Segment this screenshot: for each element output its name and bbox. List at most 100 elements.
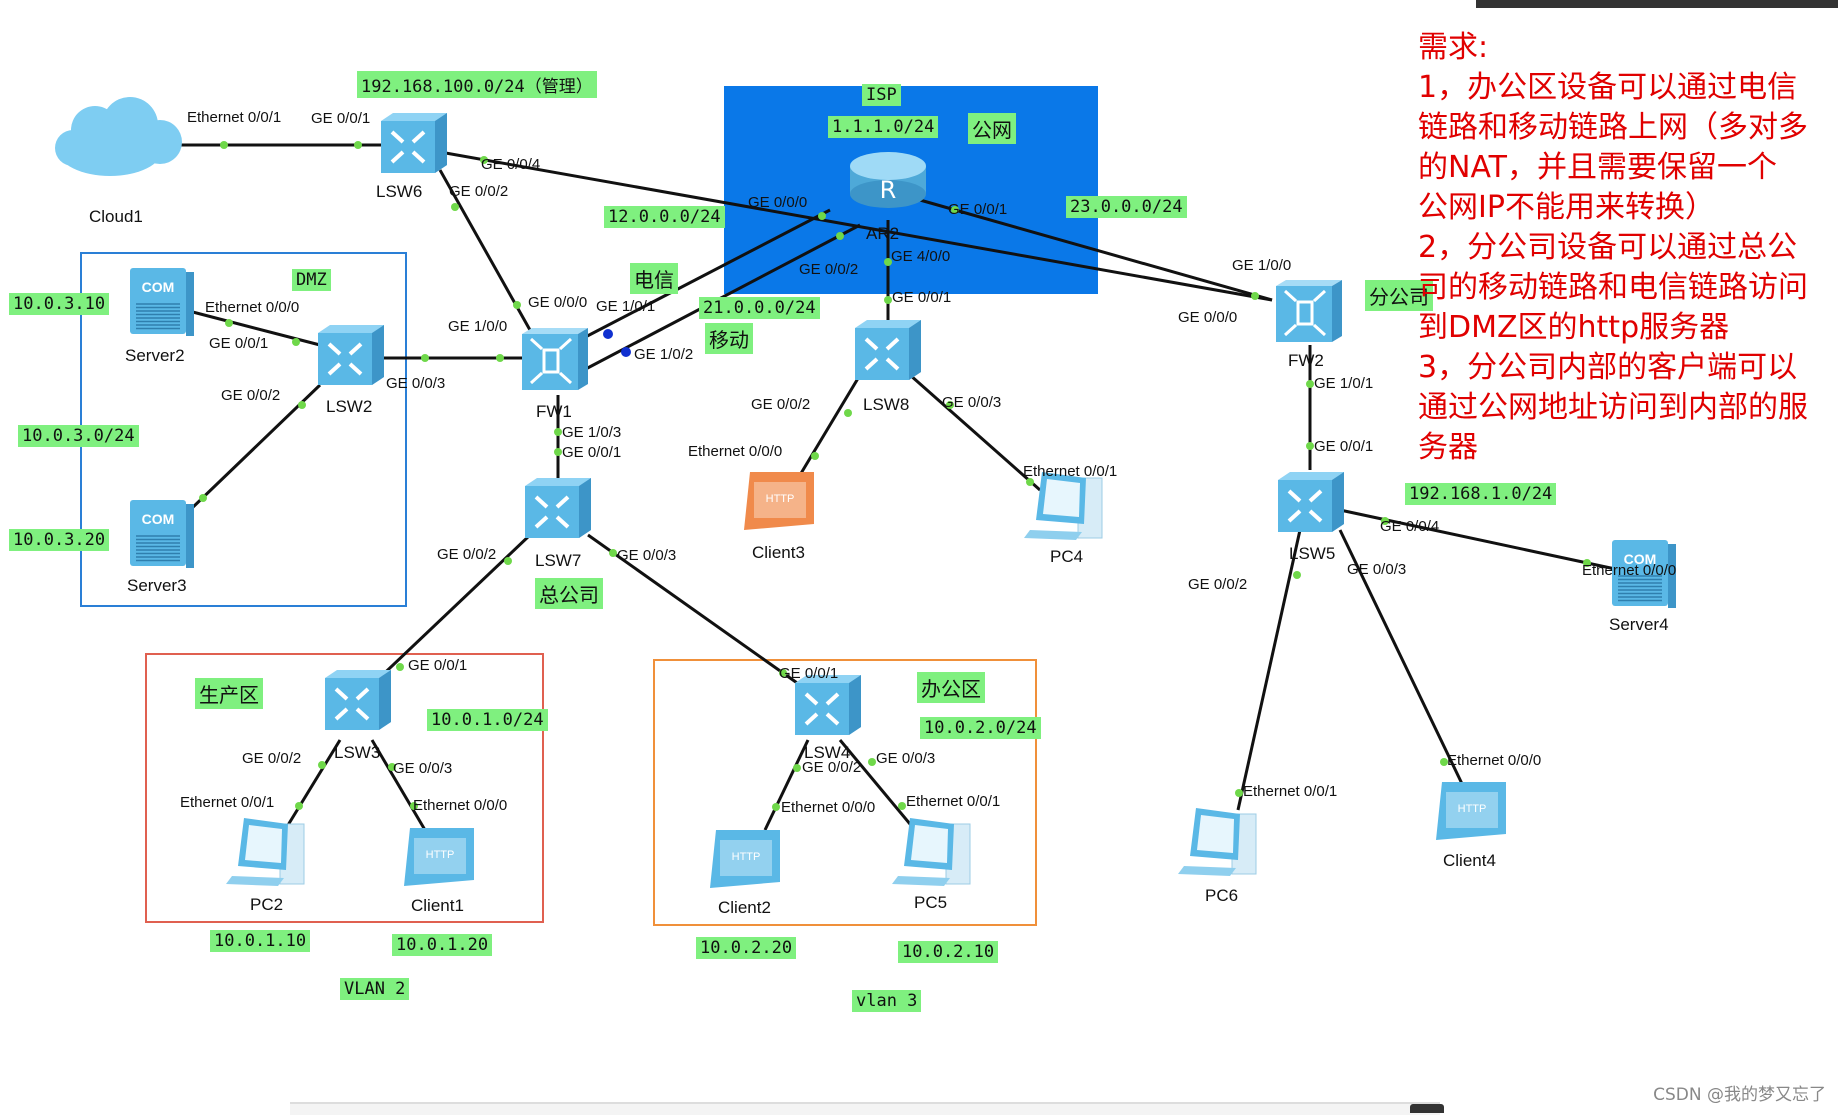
client4-http-client-icon: HTTP [1436, 782, 1506, 840]
port-dot [199, 494, 207, 502]
requirements-panel: 需求: 1，办公区设备可以通过电信 链路和移动链路上网（多对多 的NAT，并且需… [1418, 28, 1828, 468]
port-label: Ethernet 0/0/1 [180, 794, 275, 811]
dmz-tag: DMZ [292, 269, 331, 291]
dmz-subnet-tag: 10.0.3.0/24 [18, 425, 139, 447]
port-label: GE 0/0/3 [393, 760, 453, 777]
cloud1-label: Cloud1 [89, 207, 143, 226]
pc2-label: PC2 [250, 895, 284, 914]
port-label: GE 1/0/0 [448, 318, 508, 335]
requirement-line: 2，分公司设备可以通过总公 [1418, 230, 1798, 265]
port-label: GE 0/0/2 [802, 759, 862, 776]
lsw3-switch-icon [325, 670, 391, 730]
port-label: Ethernet 0/0/1 [1243, 783, 1338, 800]
port-label: GE 0/0/4 [1380, 518, 1440, 535]
bottom-bar [290, 1102, 1440, 1115]
vlan2-tag: VLAN 2 [340, 978, 410, 1000]
port-dot [844, 409, 852, 417]
lsw7-label: LSW7 [535, 551, 582, 570]
lsw5-switch-icon [1278, 472, 1344, 532]
port-label: GE 0/0/3 [1347, 561, 1407, 578]
requirements-title: 需求: [1418, 30, 1489, 65]
port-label: GE 0/0/2 [751, 396, 811, 413]
link-lsw4-client2 [763, 739, 810, 831]
link-lsw4-pc5 [838, 739, 917, 831]
lsw8-switch-icon [855, 320, 921, 380]
ar2-router-icon: R [850, 152, 926, 208]
requirement-line: 司的移动链路和电信链路访问 [1418, 270, 1808, 305]
port-dot [220, 141, 228, 149]
port-label: Ethernet 0/0/1 [906, 793, 1001, 810]
lsw5-label: LSW5 [1289, 544, 1336, 563]
requirement-line: 的NAT，并且需要保留一个 [1418, 150, 1777, 185]
lsw2-label: LSW2 [326, 397, 373, 416]
port-label: Ethernet 0/0/0 [205, 299, 300, 316]
link-lsw8-client3 [798, 374, 862, 476]
lsw3-label: LSW3 [334, 743, 381, 762]
pc5-pc-icon [892, 818, 971, 886]
pc6-label: PC6 [1205, 886, 1239, 905]
link-lsw7-lsw3 [370, 533, 532, 687]
port-label: Ethernet 0/0/0 [1582, 562, 1677, 579]
pc2-pc-icon [226, 818, 305, 886]
port-dot-blue [621, 347, 631, 357]
fw2-firewall-icon [1276, 280, 1342, 342]
port-dot [1306, 380, 1314, 388]
server3-ip-tag: 10.0.3.20 [9, 529, 110, 551]
fw1-firewall-icon [522, 328, 588, 390]
port-dot [451, 203, 459, 211]
mobile-tag: 移动 [705, 323, 753, 354]
pc2-ip-tag: 10.0.1.10 [210, 930, 311, 952]
port-label: Ethernet 0/0/0 [1447, 752, 1542, 769]
port-dot [554, 428, 562, 436]
client1-label: Client1 [411, 896, 464, 915]
svg-text:HTTP: HTTP [1458, 803, 1487, 815]
requirement-line: 务器 [1418, 430, 1478, 465]
client3-label: Client3 [752, 543, 805, 562]
port-label: GE 1/0/0 [1232, 257, 1292, 274]
port-dot [811, 452, 819, 460]
production-zone [145, 653, 544, 923]
production-subnet-tag: 10.0.1.0/24 [427, 709, 548, 731]
port-label: GE 0/0/0 [1178, 309, 1238, 326]
cloud1-icon [55, 97, 182, 176]
port-label: GE 0/0/0 [748, 194, 808, 211]
client1-http-client-icon: HTTP [404, 828, 474, 886]
link-lsw3-client1 [370, 739, 427, 831]
svg-text:COM: COM [142, 511, 175, 527]
vlan3-tag: vlan 3 [852, 990, 922, 1012]
port-dot [946, 401, 954, 409]
isp-subnet-tag: 1.1.1.0/24 [828, 116, 939, 138]
port-dot [292, 338, 300, 346]
port-dot [504, 557, 512, 565]
office-zone-tag: 办公区 [917, 672, 985, 703]
link-lsw8-pc4 [909, 373, 1041, 492]
telecom-tag: 电信 [630, 263, 678, 294]
pc5-label: PC5 [914, 893, 948, 912]
port-dot [1583, 559, 1591, 567]
svg-text:R: R [880, 176, 897, 204]
port-dot [421, 354, 429, 362]
port-label: GE 0/0/2 [242, 750, 302, 767]
fw1-label: FW1 [536, 402, 572, 421]
port-dot-blue [603, 329, 613, 339]
svg-text:HTTP: HTTP [732, 851, 761, 863]
port-dot [1293, 571, 1301, 579]
svg-text:COM: COM [1624, 551, 1657, 567]
bottom-handle [1410, 1104, 1444, 1113]
pc4-pc-icon [1024, 472, 1103, 540]
client3-http-client-icon: HTTP [744, 472, 814, 530]
requirement-line: 到DMZ区的http服务器 [1418, 310, 1730, 345]
port-label: GE 0/0/2 [1188, 576, 1248, 593]
server4-label: Server4 [1609, 615, 1669, 634]
port-dot [1251, 292, 1259, 300]
client2-label: Client2 [718, 898, 771, 917]
port-label: GE 0/0/2 [799, 261, 859, 278]
requirement-line: 链路和移动链路上网（多对多 [1418, 110, 1808, 145]
port-dot [225, 319, 233, 327]
office-zone [653, 659, 1037, 926]
subnet-21-tag: 21.0.0.0/24 [699, 297, 820, 319]
link-lsw7-lsw4 [587, 533, 801, 687]
public-network-tag: 公网 [968, 113, 1016, 144]
port-dot [1235, 789, 1243, 797]
